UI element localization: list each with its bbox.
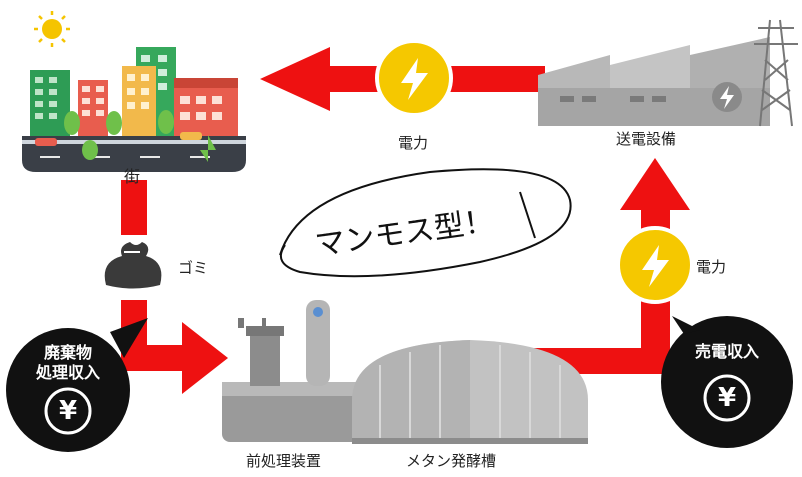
waste-income-text: 廃棄物 処理収入	[30, 343, 106, 383]
methane-tank-label: メタン発酵槽	[406, 452, 497, 470]
waste-income-line2: 処理収入	[35, 363, 100, 382]
handwritten-oval	[279, 168, 572, 278]
garbage-bag-icon	[104, 242, 162, 289]
power-facility-illustration	[538, 19, 798, 127]
yen-icon	[44, 387, 92, 435]
arrow-garbage-head	[182, 322, 228, 394]
pylon-icon	[754, 19, 798, 127]
power-top-label: 電力	[398, 134, 429, 152]
waste-income-bubble	[6, 318, 148, 452]
waste-yen-symbol: ¥	[58, 396, 78, 426]
sun-icon	[34, 11, 70, 47]
city-label: 街	[124, 167, 141, 186]
methane-tank-illustration	[352, 340, 588, 444]
arrow-up-head	[620, 158, 690, 210]
bolt-icon-right	[616, 226, 694, 304]
arrow-garbage-right	[121, 345, 191, 371]
sales-income-text: 売電収入	[694, 342, 759, 361]
arrow-top-head	[260, 47, 330, 111]
sales-yen-symbol: ¥	[717, 383, 737, 413]
yen-icon	[703, 374, 751, 422]
arrow-city-down	[121, 180, 147, 235]
sales-income-bubble	[661, 316, 793, 448]
pretreatment-machine-illustration	[222, 300, 380, 442]
garbage-label: ゴミ	[178, 259, 209, 277]
waste-income-line1: 廃棄物	[43, 343, 92, 362]
bolt-icon-top	[375, 39, 453, 117]
pretreatment-label: 前処理装置	[246, 452, 322, 470]
power-right-label: 電力	[696, 258, 727, 276]
city-illustration	[22, 11, 246, 172]
transmission-label: 送電設備	[616, 130, 677, 148]
